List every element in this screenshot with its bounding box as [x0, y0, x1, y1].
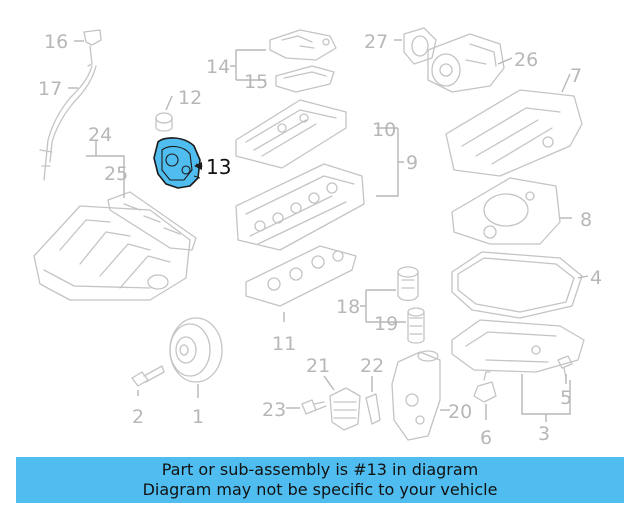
banner-line-1: Part or sub-assembly is #13 in diagram: [161, 460, 479, 479]
callout-26: 26: [514, 49, 538, 71]
callout-2: 2: [132, 406, 144, 428]
part-21-oil-cooler: [329, 387, 361, 431]
callout-5: 5: [560, 387, 572, 409]
part-20-filter-housing: [391, 350, 441, 441]
callout-1: 1: [192, 406, 204, 428]
banner-line-2: Diagram may not be specific to your vehi…: [142, 480, 498, 499]
callout-24: 24: [88, 124, 112, 146]
part-13-timing-cover: [153, 137, 203, 189]
part-8-rear-cover: [451, 177, 561, 245]
part-17-dipstick-tube: [39, 65, 97, 181]
part-22-cooler-gasket: [365, 393, 381, 425]
callout-10: 10: [372, 119, 396, 141]
callout-11: 11: [272, 333, 296, 355]
leader-lines: [68, 39, 589, 422]
callout-3: 3: [538, 423, 550, 445]
callout-20: 20: [448, 401, 472, 423]
part-9-cylinder-head: [235, 163, 365, 251]
callout-18: 18: [336, 296, 360, 318]
callout-7: 7: [570, 65, 582, 87]
callout-15: 15: [244, 71, 268, 93]
part-10-valve-cover: [235, 99, 347, 169]
part-1-crankshaft-pulley: [169, 317, 223, 383]
callout-27: 27: [364, 31, 388, 53]
callout-9: 9: [406, 152, 418, 174]
part-3-oil-pan: [451, 319, 585, 373]
part-26-vacuum-pump: [427, 33, 505, 93]
part-14-engine-cover: [269, 29, 337, 61]
part-5-drain-plug: [557, 355, 573, 379]
callout-22: 22: [360, 355, 384, 377]
callout-21: 21: [306, 355, 330, 377]
callout-13-highlighted: 13: [206, 155, 231, 179]
part-6-oil-sensor: [473, 371, 497, 403]
callout-23: 23: [262, 399, 286, 421]
part-12-plug: [155, 112, 173, 132]
part-19-filter-element: [407, 307, 425, 344]
info-banner: Part or sub-assembly is #13 in diagram D…: [16, 457, 624, 503]
part-7-oil-pan-upper: [445, 89, 583, 177]
callout-4: 4: [590, 267, 602, 289]
callout-16: 16: [44, 31, 68, 53]
part-15-cover-gasket: [275, 65, 335, 93]
callout-labels: 16 17 12 13 14 15 10 9 27 26 7 8 4 24 25…: [38, 31, 602, 449]
part-23-bolt: [301, 399, 327, 415]
callout-14: 14: [206, 56, 230, 78]
callout-6: 6: [480, 427, 492, 449]
part-2-pulley-bolt: [131, 365, 165, 387]
part-16-dipstick-cap: [83, 29, 102, 67]
part-18-oil-filter: [397, 266, 419, 302]
part-24-intake-manifold: [33, 205, 191, 301]
part-25-manifold-gasket: [107, 191, 197, 251]
callout-8: 8: [580, 209, 592, 231]
callout-17: 17: [38, 78, 62, 100]
part-11-head-gasket: [245, 245, 357, 307]
exploded-parts-diagram: 16 17 12 13 14 15 10 9 27 26 7 8 4 24 25…: [33, 27, 602, 449]
callout-19: 19: [374, 313, 398, 335]
callout-12: 12: [178, 87, 202, 109]
part-27-pump-gasket: [403, 27, 437, 65]
callout-25: 25: [104, 163, 128, 185]
part-4-oil-pan-gasket: [451, 251, 583, 319]
